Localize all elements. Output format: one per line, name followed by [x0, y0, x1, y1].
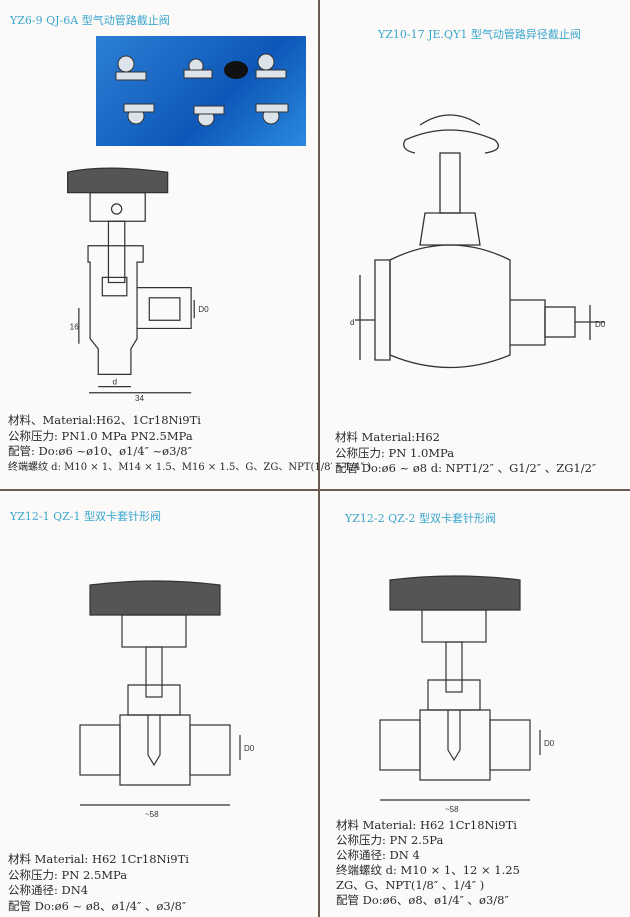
spec-material: 材料 Material:H62	[335, 430, 440, 444]
section-title-yz12-2: YZ12-2 QZ-2 型双卡套针形阀	[345, 512, 496, 525]
valve-photo-icons	[115, 53, 289, 127]
spec-list-yz10-17: 材料 Material:H62 公称压力: PN 1.0MPa 配管 Do:ø6…	[335, 430, 596, 477]
spec-pressure: 公称压力: PN 2.5MPa	[8, 867, 128, 882]
spec-pressure: 公称压力: PN1.0 MPa PN2.5MPa	[8, 428, 193, 443]
dim-label-d0: D0	[595, 320, 606, 329]
dim-label-d: d	[113, 378, 118, 387]
spec-pipe: 配管: Do:ø6 ~ø10、ø1/4″ ~ø3/8″	[8, 444, 192, 458]
spec-material: 材料 Material: H62 1Cr18Ni9Ti	[8, 852, 189, 866]
spec-material: 材料、Material:H62、1Cr18Ni9Ti	[8, 413, 201, 427]
horizontal-divider	[0, 489, 630, 491]
spec-pipe: 配管 Do:ø6、ø8、ø1/4″ 、ø3/8″	[336, 893, 509, 907]
valve-drawing-yz12-1: ~58 D0	[79, 580, 255, 819]
valve-drawing-yz10-17: d D0	[350, 114, 606, 369]
spec-bore: 公称通径: DN4	[8, 883, 89, 897]
dim-label-d0: D0	[544, 739, 555, 748]
section-title-yz6-9: YZ6-9 QJ-6A 型气动管路截止阀	[10, 14, 170, 27]
spec-thread-types: ZG、G、NPT(1/8″ 、1/4″ )	[336, 878, 485, 892]
dim-label-58: ~58	[145, 810, 159, 819]
valve-drawing-yz12-2: ~58 D0	[379, 575, 555, 814]
valve-drawing-yz6-9: 16 d 34 D0	[67, 167, 209, 403]
dim-label-d0: D0	[244, 744, 255, 753]
spec-thread: 终端螺纹 d: M10 × 1、12 × 1.25	[336, 863, 520, 877]
spec-thread: 终端螺纹 d: M10 × 1、M14 × 1.5、M16 × 1.5、G、ZG…	[8, 461, 372, 473]
product-photo	[96, 36, 306, 146]
spec-list-yz12-1: 材料 Material: H62 1Cr18Ni9Ti 公称压力: PN 2.5…	[8, 852, 189, 914]
section-title-yz10-17: YZ10-17 JE.QY1 型气动管路异径截止阀	[378, 28, 581, 41]
spec-list-yz6-9: 材料、Material:H62、1Cr18Ni9Ti 公称压力: PN1.0 M…	[8, 413, 371, 475]
vertical-divider-top	[318, 0, 320, 490]
spec-pipe: 配管 Do:ø6 ~ ø8 d: NPT1/2″ 、G1/2″ 、ZG1/2″	[335, 461, 597, 475]
dim-label-d0: D0	[198, 305, 209, 314]
vertical-divider-bottom	[318, 490, 320, 917]
spec-pipe: 配管 Do:ø6 ~ ø8、ø1/4″ 、ø3/8″	[8, 898, 187, 913]
spec-material: 材料 Material: H62 1Cr18Ni9Ti	[336, 818, 517, 832]
spec-pressure: 公称压力: PN 2.5Pa	[336, 833, 444, 847]
dim-label-d: d	[350, 318, 354, 327]
spec-list-yz12-2: 材料 Material: H62 1Cr18Ni9Ti 公称压力: PN 2.5…	[336, 818, 520, 908]
dim-label-34: 34	[135, 394, 145, 403]
spec-bore: 公称通径: DN 4	[336, 848, 420, 862]
section-title-yz12-1: YZ12-1 QZ-1 型双卡套针形阀	[10, 510, 161, 523]
spec-pressure: 公称压力: PN 1.0MPa	[335, 445, 455, 460]
dim-label-58: ~58	[445, 805, 459, 814]
dim-label-16: 16	[70, 322, 80, 331]
